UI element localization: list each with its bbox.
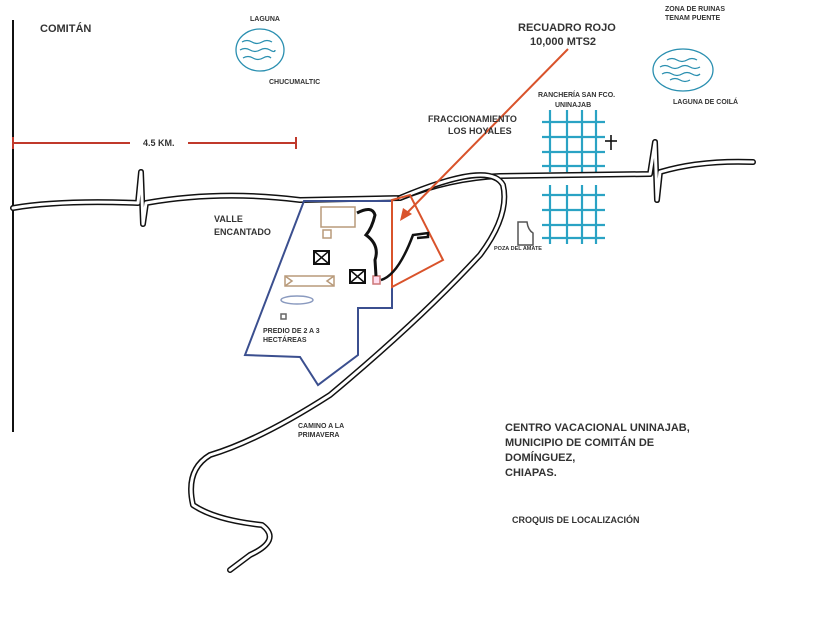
pointer-arrow [403,48,569,217]
label-centro-2: MUNICIPIO DE COMITÁN DE [505,436,654,449]
label-rancheria-2: UNINAJAB [555,102,591,109]
label-chucumaltic: CHUCUMALTIC [269,79,320,86]
label-rancheria-1: RANCHERÍA SAN FCO. [538,90,615,99]
laguna-chucumaltic-icon [235,28,285,72]
recuadro-rojo [391,193,445,289]
main-road [10,139,756,227]
church-cross-icon [605,135,617,150]
label-recuadro-2: 10,000 MTS2 [530,36,596,48]
label-predio-1: PREDIO DE 2 A 3 [263,328,320,335]
label-fracc-2: LOS HOYALES [448,126,512,136]
label-ruinas-2: TENAM PUENTE [665,15,721,22]
label-predio-2: HECTÁREAS [263,335,307,344]
label-fracc-1: FRACCIONAMIENTO [428,114,517,124]
label-centro-4: CHIAPAS. [505,467,557,479]
label-comitan: COMITÁN [40,22,91,35]
label-valle-2: ENCANTADO [214,227,271,237]
label-valle-1: VALLE [214,214,243,224]
label-laguna-coila: LAGUNA DE COILÁ [673,97,738,106]
label-distance: 4.5 KM. [143,138,175,148]
label-laguna: LAGUNA [250,16,280,23]
label-centro-3: DOMÍNGUEZ, [505,451,575,464]
label-centro-1: CENTRO VACACIONAL UNINAJAB, [505,422,690,434]
label-ruinas-1: ZONA DE RUINAS [665,6,725,13]
buildings [280,206,534,320]
laguna-coila-icon [652,48,714,92]
label-poza: POZA DEL AMATE [494,246,542,252]
label-recuadro-1: RECUADRO ROJO [518,22,616,34]
road-camino-a-la-primavera [188,172,508,573]
label-croquis: CROQUIS DE LOCALIZACIÓN [512,514,640,525]
label-camino-1: CAMINO A LA [298,423,344,430]
label-camino-2: PRIMAVERA [298,432,339,439]
distance-marker [12,137,297,149]
arrow-head-icon [400,208,412,221]
rancheria-grid-icon [542,110,605,244]
